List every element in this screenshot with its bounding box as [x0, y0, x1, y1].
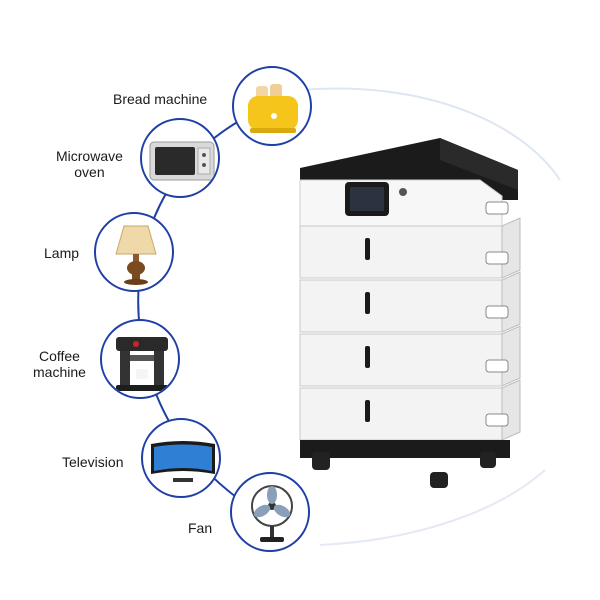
lamp-icon: [94, 212, 174, 292]
microwave-icon: [140, 118, 220, 198]
appliance-label-coffee-machine: Coffee machine: [33, 348, 86, 380]
appliance-label-lamp: Lamp: [44, 245, 80, 261]
appliance-label-microwave-oven: Microwave oven: [56, 148, 123, 180]
television-icon: [141, 418, 221, 498]
appliance-label-fan: Fan: [188, 520, 213, 536]
coffee-machine-icon: [100, 319, 180, 399]
battery-cabinet: [299, 138, 521, 488]
fan-icon: [230, 472, 310, 552]
appliance-label-bread-machine: Bread machine: [113, 91, 208, 107]
appliance-label-television: Television: [62, 454, 124, 470]
toaster-icon: [232, 66, 312, 146]
